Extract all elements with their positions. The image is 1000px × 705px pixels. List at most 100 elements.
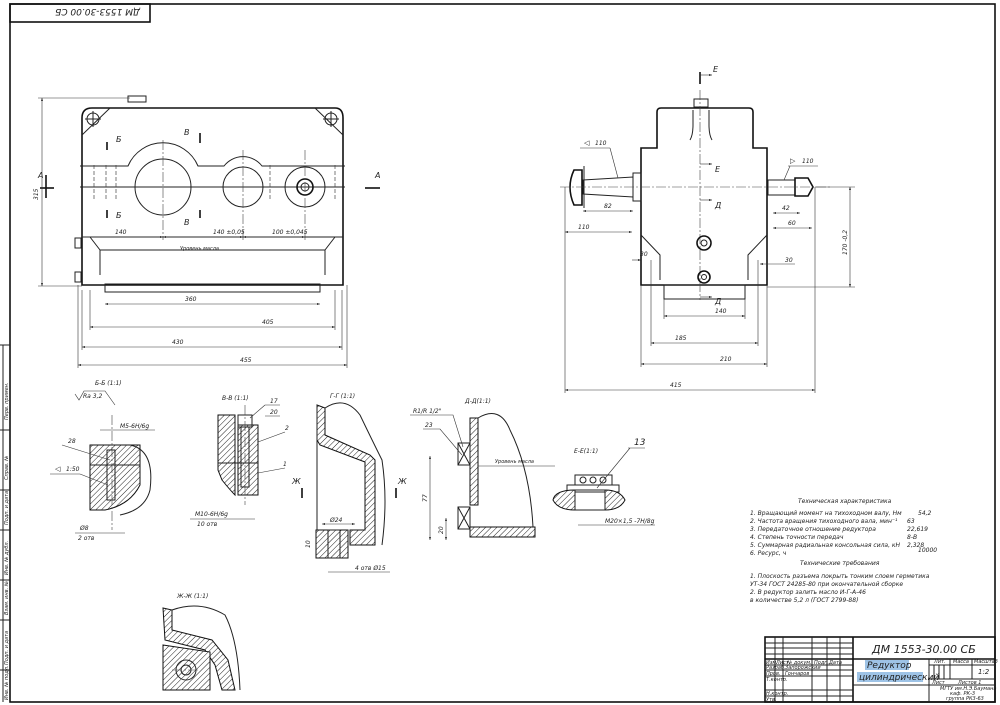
- section-title: Д-Д(1:1): [464, 398, 491, 405]
- col-header: Дата: [828, 660, 842, 666]
- cut-label-v: В: [184, 128, 190, 137]
- dim-text: 82: [604, 203, 612, 210]
- margin-label: Инв. № подл.: [4, 666, 10, 701]
- thread-label: R1/R 1/2": [413, 408, 442, 415]
- breather-plug: [127, 95, 147, 103]
- margin-label: Справ. №: [4, 456, 10, 480]
- front-view: А А ББ ВВ 315 140 140 ±0,05 100 ±0,045 У…: [33, 95, 380, 368]
- top-stamp: ДМ 1553-30.00 СБ: [9, 3, 151, 23]
- person-name: Гончаров: [785, 671, 809, 677]
- header-lit: Лит.: [933, 659, 946, 665]
- sheet-label: Лист: [931, 680, 946, 686]
- role-label: Т.контр.: [766, 677, 788, 683]
- cut-label-d: Д: [714, 297, 721, 306]
- cut-label-e: Е: [713, 65, 719, 74]
- dim-text: 77: [422, 494, 429, 502]
- tech-char-value: 10000: [918, 547, 937, 554]
- oil-level-label: Уровень масла: [180, 246, 219, 252]
- count-label: 2 отв: [78, 535, 95, 542]
- tech-char-label: 6. Ресурс, ч: [750, 550, 787, 557]
- tech-char-value: 2,328: [907, 542, 924, 549]
- tech-char-value: 54,2: [918, 510, 932, 517]
- section-gg: Г-Г (1:1) Ø24 10 4 отв Ø15 Ж Ж: [291, 393, 407, 573]
- col-header: Лист: [775, 660, 790, 666]
- cut-label-v: В: [184, 218, 190, 227]
- tech-char-title: Техническая характеристика: [798, 498, 892, 505]
- taper-symbol: ◁: [584, 139, 590, 147]
- item-number: 23: [425, 422, 433, 429]
- taper-symbol: ▷: [790, 157, 796, 165]
- section-title: В-В (1:1): [222, 395, 249, 402]
- sheets-label: Листов 1: [957, 680, 981, 686]
- tech-char-label: 2. Частота вращения тихоходного вала, ми…: [750, 518, 898, 525]
- dim-text: 455: [240, 357, 252, 364]
- tech-req-line: УТ-34 ГОСТ 24285-80 при окончательной сб…: [750, 581, 903, 588]
- section-title: Г-Г (1:1): [330, 393, 355, 400]
- dim-text: 360: [185, 296, 197, 303]
- holes-label: 4 отв Ø15: [355, 565, 386, 572]
- section-title: Е-Е(1:1): [574, 448, 598, 455]
- dim-text: 42: [782, 205, 790, 212]
- cut-label-d: Д: [714, 201, 721, 210]
- org-line: каф. РК-3: [950, 691, 975, 697]
- dim-text: 405: [262, 319, 274, 326]
- dim-height: 315: [33, 188, 40, 200]
- margin-label: Подп. и дата: [4, 631, 10, 665]
- dim-text: 415: [670, 382, 682, 389]
- dim-text: 30: [785, 257, 793, 264]
- cut-label-a: А: [37, 171, 43, 180]
- title-block: ДМ 1553-30.00 СБ Редуктор цилиндрический…: [764, 636, 998, 703]
- section-dd: Д-Д(1:1) R1/R 1/2" 23 Уровень масла 77 2…: [410, 398, 555, 540]
- side-view: Е Е Д Д ◁110 ▷110 82 110 42 60 30 30 170…: [560, 65, 855, 393]
- role-label: Пров.: [766, 671, 781, 677]
- person-name: Запорожский: [785, 665, 821, 671]
- tech-char-label: 5. Суммарная радиальная консольная сила,…: [750, 542, 901, 549]
- dim-text: 110: [578, 224, 590, 231]
- col-header: Изм.: [766, 660, 778, 666]
- taper-label: 1:50: [66, 466, 80, 473]
- item-number: 20: [270, 409, 278, 416]
- tech-char-label: 1. Вращающий момент на тихоходном валу, …: [750, 510, 902, 517]
- tech-requirements: Технические требования 1. Плоскость разъ…: [750, 560, 930, 604]
- doc-number: ДМ 1553-30.00 СБ: [871, 643, 976, 656]
- section-title: Б-Б (1:1): [95, 380, 122, 387]
- margin-label: Подп. и дата: [4, 491, 10, 525]
- dim-text: 170 -0,2: [842, 230, 849, 255]
- tech-req-line: 1. Плоскость разъема покрыть тонким слое…: [750, 573, 930, 580]
- item-number: 17: [270, 398, 278, 405]
- thread-label: М5-6Н/6g: [120, 423, 149, 430]
- drawing-name: цилиндрический: [859, 673, 939, 683]
- dim-text: 140: [115, 229, 127, 236]
- col-header: № докум.: [786, 660, 812, 666]
- scale-value: 1:2: [978, 668, 990, 676]
- col-header: Подп.: [814, 660, 829, 666]
- role-label: Утв.: [766, 697, 777, 703]
- drawing-name: Редуктор: [867, 661, 912, 671]
- role-label: Разраб.: [766, 665, 786, 671]
- dim-text: 20: [438, 526, 445, 534]
- dim-text: 140: [715, 308, 727, 315]
- dim-text: 30: [640, 251, 648, 258]
- taper-label: 110: [595, 140, 607, 147]
- section-vv: В-В (1:1) 17 20 2 1 М10-6Н/6g 10 отв: [190, 395, 289, 528]
- tech-char-value: 63: [907, 518, 915, 525]
- dim-text: 140 ±0,05: [213, 229, 245, 236]
- dim-text: 10: [305, 540, 312, 548]
- dim-text: 430: [172, 339, 184, 346]
- tech-char-label: 4. Степень точности передач: [750, 534, 844, 541]
- count-label: 10 отв: [197, 521, 218, 528]
- taper-label: 110: [802, 158, 814, 165]
- cut-label-a: А: [374, 171, 380, 180]
- item-number: 28: [68, 438, 76, 445]
- section-title: Ж-Ж (1:1): [176, 593, 208, 600]
- breather-plug: [693, 98, 709, 108]
- tech-char-value: 22,619: [907, 526, 928, 533]
- pin-label: Ø8: [79, 525, 89, 532]
- dim-text: 210: [720, 356, 732, 363]
- thread-label: М10-6Н/6g: [195, 511, 228, 518]
- header-mass: Масса: [953, 659, 969, 665]
- dim-text: 60: [788, 220, 796, 227]
- tech-req-line: в количестве 5,2 л (ГОСТ 2799-88): [750, 597, 858, 604]
- cut-label-zh: Ж: [397, 477, 407, 486]
- header-scale: Масштаб: [974, 659, 998, 665]
